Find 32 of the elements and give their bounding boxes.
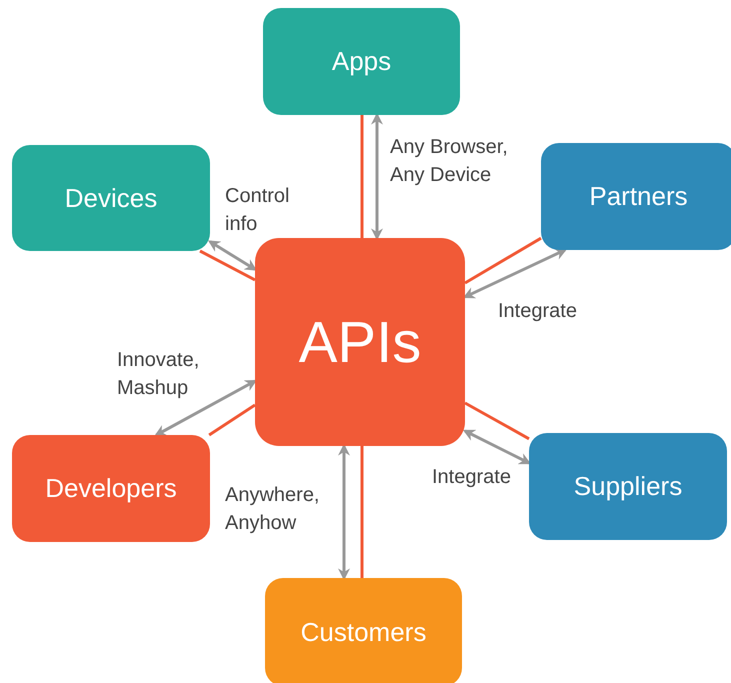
connector-line — [208, 404, 256, 436]
node-label: Partners — [589, 181, 688, 212]
double-arrow — [208, 240, 258, 271]
edge-label: Integrate — [498, 299, 578, 324]
double-arrow — [154, 380, 258, 436]
node-label: Apps — [332, 46, 392, 77]
edge-label: Anywhere, Anyhow — [225, 483, 320, 536]
edge-label: Any Browser, Any Device — [390, 135, 509, 188]
double-arrow — [462, 248, 568, 298]
connector-line — [464, 402, 530, 440]
rounded-box — [263, 8, 460, 115]
edge-label: Control info — [225, 184, 290, 237]
rounded-box — [529, 433, 727, 540]
node-label: APIs — [298, 308, 422, 376]
edge-label: Integrate — [432, 465, 512, 490]
double-arrow — [371, 112, 383, 240]
edge-label: Innovate, Mashup — [117, 348, 200, 401]
rounded-box — [12, 145, 210, 251]
rounded-box — [541, 143, 731, 250]
rounded-box — [265, 578, 462, 683]
rounded-box — [12, 435, 210, 542]
node-label: Developers — [45, 473, 177, 504]
connector-line — [360, 115, 364, 238]
connector-line — [360, 446, 364, 578]
double-arrow — [338, 444, 350, 580]
central-box — [255, 238, 465, 446]
connector-line — [464, 236, 542, 284]
double-arrow — [462, 430, 532, 464]
connector-line — [199, 250, 256, 282]
node-label: Suppliers — [574, 471, 682, 502]
node-label: Customers — [300, 616, 426, 648]
node-label: Devices — [64, 182, 158, 214]
